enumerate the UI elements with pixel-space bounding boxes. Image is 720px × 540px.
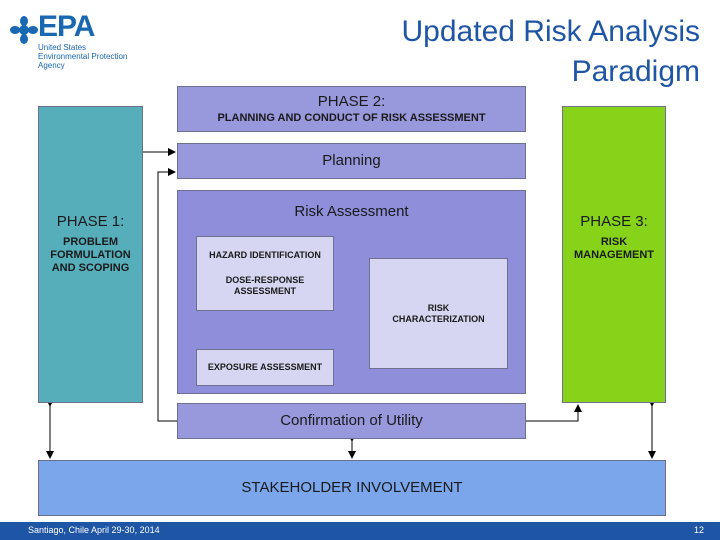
- epa-flower-icon: [10, 16, 38, 44]
- phase3-line: RISK: [600, 236, 628, 248]
- hazard-identification-label: HAZARD IDENTIFICATION: [209, 250, 321, 260]
- footer-location: Santiago, Chile April 29-30, 2014: [28, 525, 160, 535]
- stakeholder-involvement-box: STAKEHOLDER INVOLVEMENT: [38, 460, 666, 516]
- phase3-line: MANAGEMENT: [573, 249, 655, 261]
- logo-line: Environmental Protection: [38, 52, 128, 61]
- confirmation-label: Confirmation of Utility: [280, 412, 423, 429]
- footer-bar: [0, 522, 720, 540]
- slide-title-line1: Updated Risk Analysis: [401, 15, 700, 48]
- dose-response-label: DOSE-RESPONSE: [225, 275, 305, 285]
- hazard-identification-box: HAZARD IDENTIFICATION DOSE-RESPONSE ASSE…: [196, 236, 334, 311]
- dose-response-label: ASSESSMENT: [233, 286, 296, 296]
- phase1-line: PROBLEM: [63, 236, 118, 248]
- phase1-line: AND SCOPING: [51, 262, 130, 274]
- confirmation-of-utility-box: Confirmation of Utility: [177, 403, 526, 439]
- phase2-box: PHASE 2: PLANNING AND CONDUCT OF RISK AS…: [177, 86, 526, 132]
- exposure-assessment-label: EXPOSURE ASSESSMENT: [207, 362, 323, 372]
- phase1-box: PHASE 1: PROBLEM FORMULATION AND SCOPING: [38, 106, 143, 403]
- arrow-confirmation-to-planning: [157, 168, 177, 422]
- risk-characterization-box: RISK CHARACTERIZATION: [369, 258, 508, 369]
- risk-characterization-label: CHARACTERIZATION: [392, 314, 485, 324]
- planning-label: Planning: [322, 152, 381, 169]
- page-number: 12: [693, 525, 704, 535]
- slide-title-line2: Paradigm: [571, 55, 700, 88]
- slide-title: Updated Risk Analysis Paradigm: [402, 12, 700, 92]
- logo-wordmark: EPA: [38, 10, 95, 43]
- phase3-box: PHASE 3: RISK MANAGEMENT: [562, 106, 666, 403]
- epa-logo: EPA United States Environmental Protecti…: [10, 10, 160, 72]
- stakeholder-label: STAKEHOLDER INVOLVEMENT: [241, 479, 463, 496]
- arrow-confirmation-to-phase3: [526, 404, 582, 422]
- risk-characterization-label: RISK: [427, 303, 450, 313]
- planning-box: Planning: [177, 143, 526, 179]
- phase3-heading: PHASE 3:: [580, 213, 648, 230]
- phase2-heading: PHASE 2:: [317, 93, 386, 110]
- phase1-line: FORMULATION: [50, 249, 131, 261]
- phase1-heading: PHASE 1:: [56, 213, 125, 230]
- risk-assessment-label: Risk Assessment: [294, 203, 409, 220]
- logo-line: Agency: [38, 61, 65, 70]
- logo-line: United States: [38, 43, 87, 52]
- phase2-subtitle: PLANNING AND CONDUCT OF RISK ASSESSMENT: [217, 112, 486, 124]
- exposure-assessment-box: EXPOSURE ASSESSMENT: [196, 349, 334, 386]
